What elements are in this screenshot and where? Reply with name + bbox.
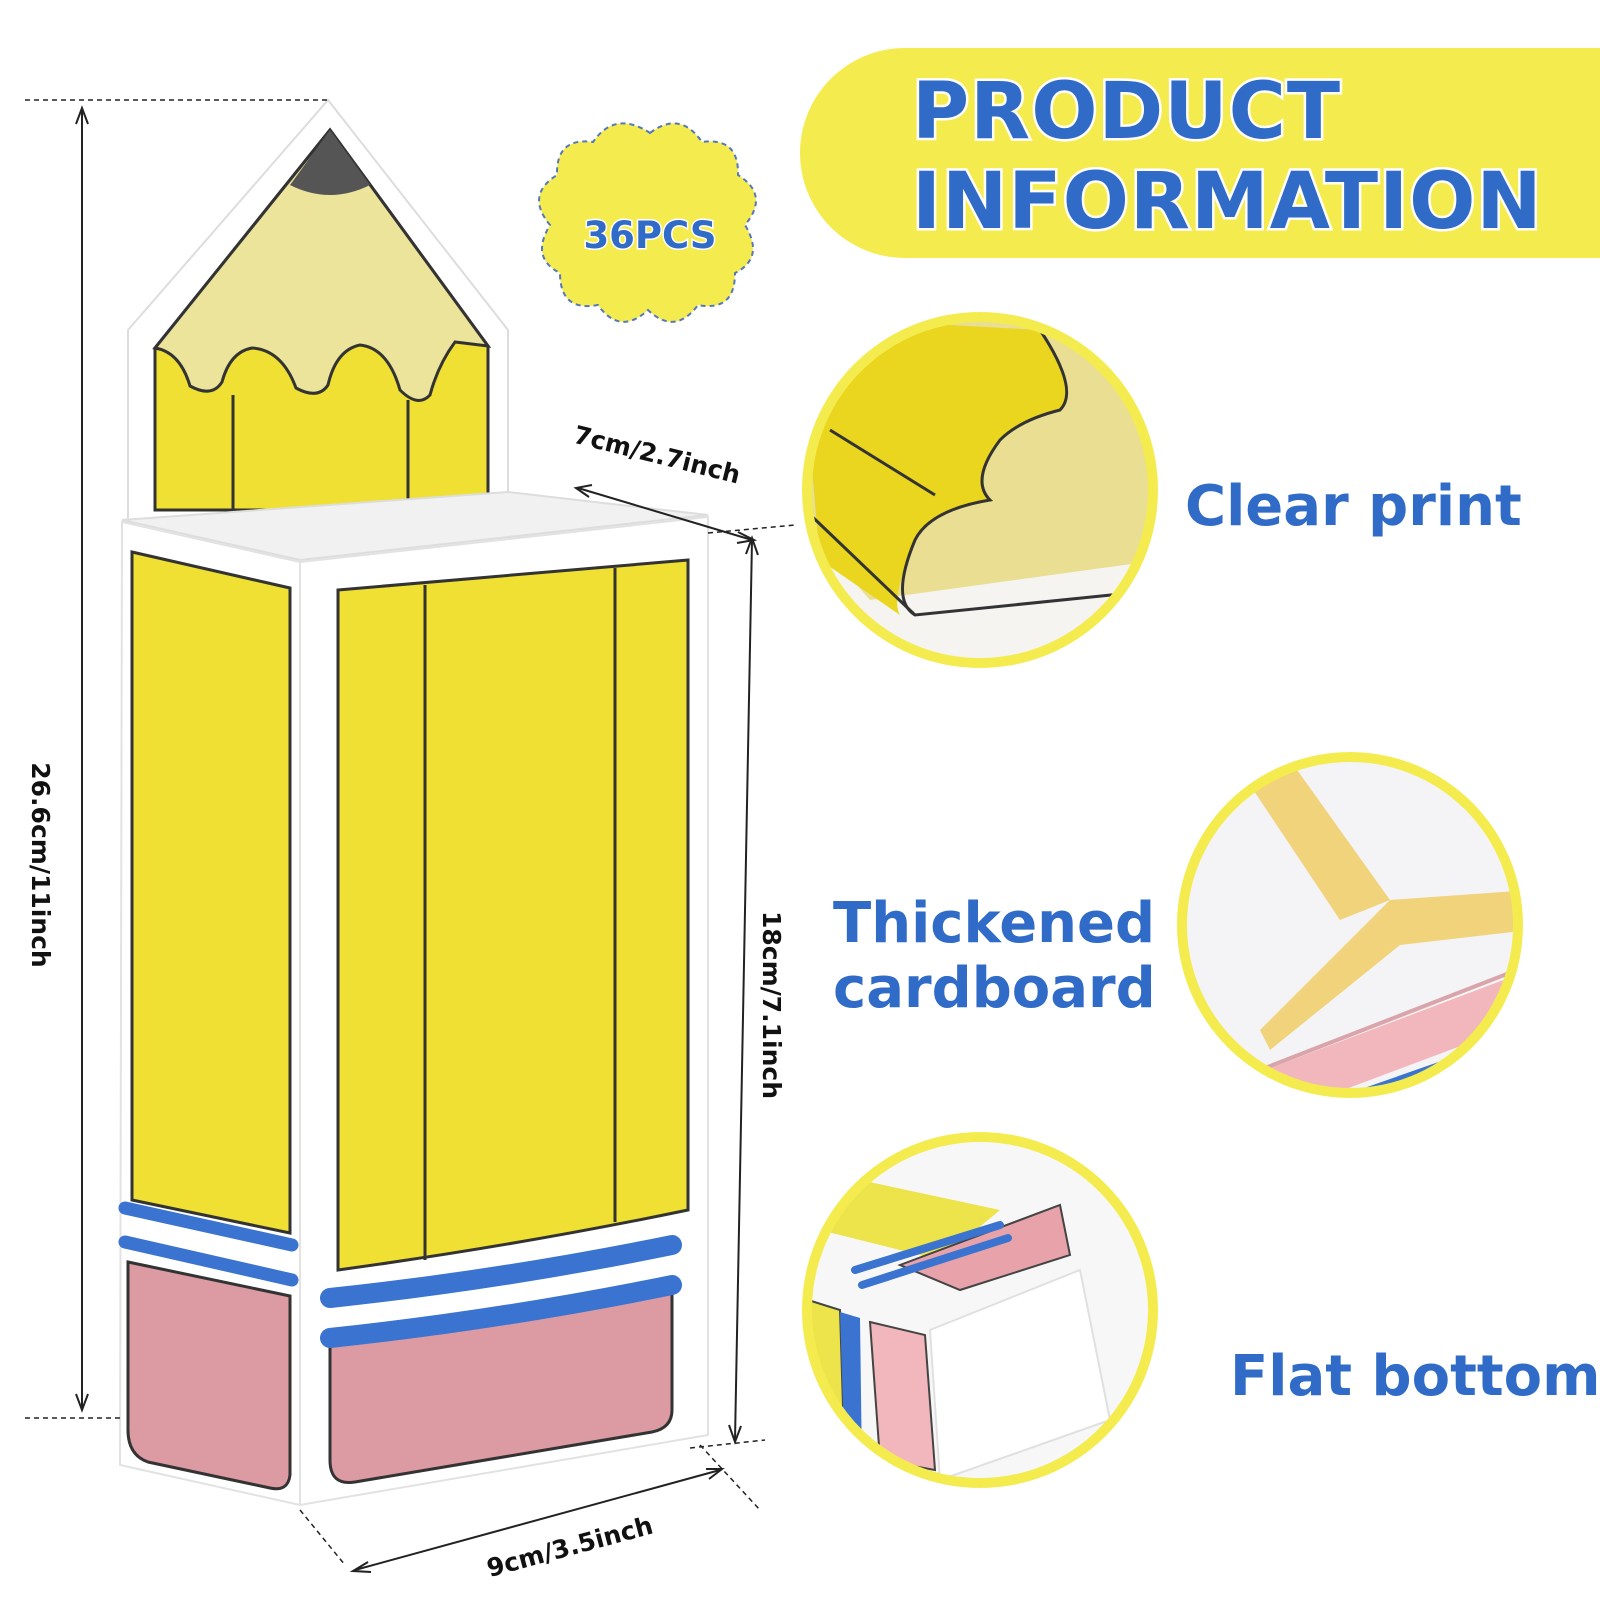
product-information-banner: PRODUCT INFORMATION [800, 48, 1600, 258]
dimension-total-height-label: 26.6cm/11inch [26, 762, 55, 967]
quantity-badge: 36PCS [538, 122, 757, 323]
cardboard-corner-closeup-icon [1180, 755, 1520, 1095]
box-left-face [118, 520, 301, 1507]
dimension-box-height-label: 18cm/7.1inch [757, 911, 786, 1099]
flower-badge-icon [538, 122, 757, 323]
flat-bottom-closeup-icon [805, 1135, 1155, 1485]
feature-label-clear-print: Clear print [1185, 474, 1522, 539]
box-front-face [299, 515, 709, 1507]
banner-title-line2: INFORMATION [912, 157, 1543, 247]
feature-thickened-cardboard: Thickened cardboard [833, 752, 1523, 1098]
pencil-box-illustration [118, 98, 709, 1507]
feature-clear-print: Clear print [802, 312, 1522, 668]
dimension-depth-label: 7cm/2.7inch [571, 420, 744, 489]
feature-label-flat-bottom: Flat bottom [1230, 1344, 1600, 1409]
banner-title-line1: PRODUCT [912, 67, 1341, 157]
pencil-top-closeup-icon [805, 315, 1155, 665]
dimension-width-label: 9cm/3.5inch [484, 1511, 656, 1583]
feature-label-thickened-line1: Thickened [833, 891, 1155, 956]
badge-text: 36PCS [583, 214, 716, 257]
dimension-markers [25, 99, 796, 1573]
feature-label-thickened-line2: cardboard [833, 956, 1156, 1021]
feature-flat-bottom: Flat bottom [802, 1132, 1600, 1488]
pencil-tip-back-panel [127, 98, 509, 542]
